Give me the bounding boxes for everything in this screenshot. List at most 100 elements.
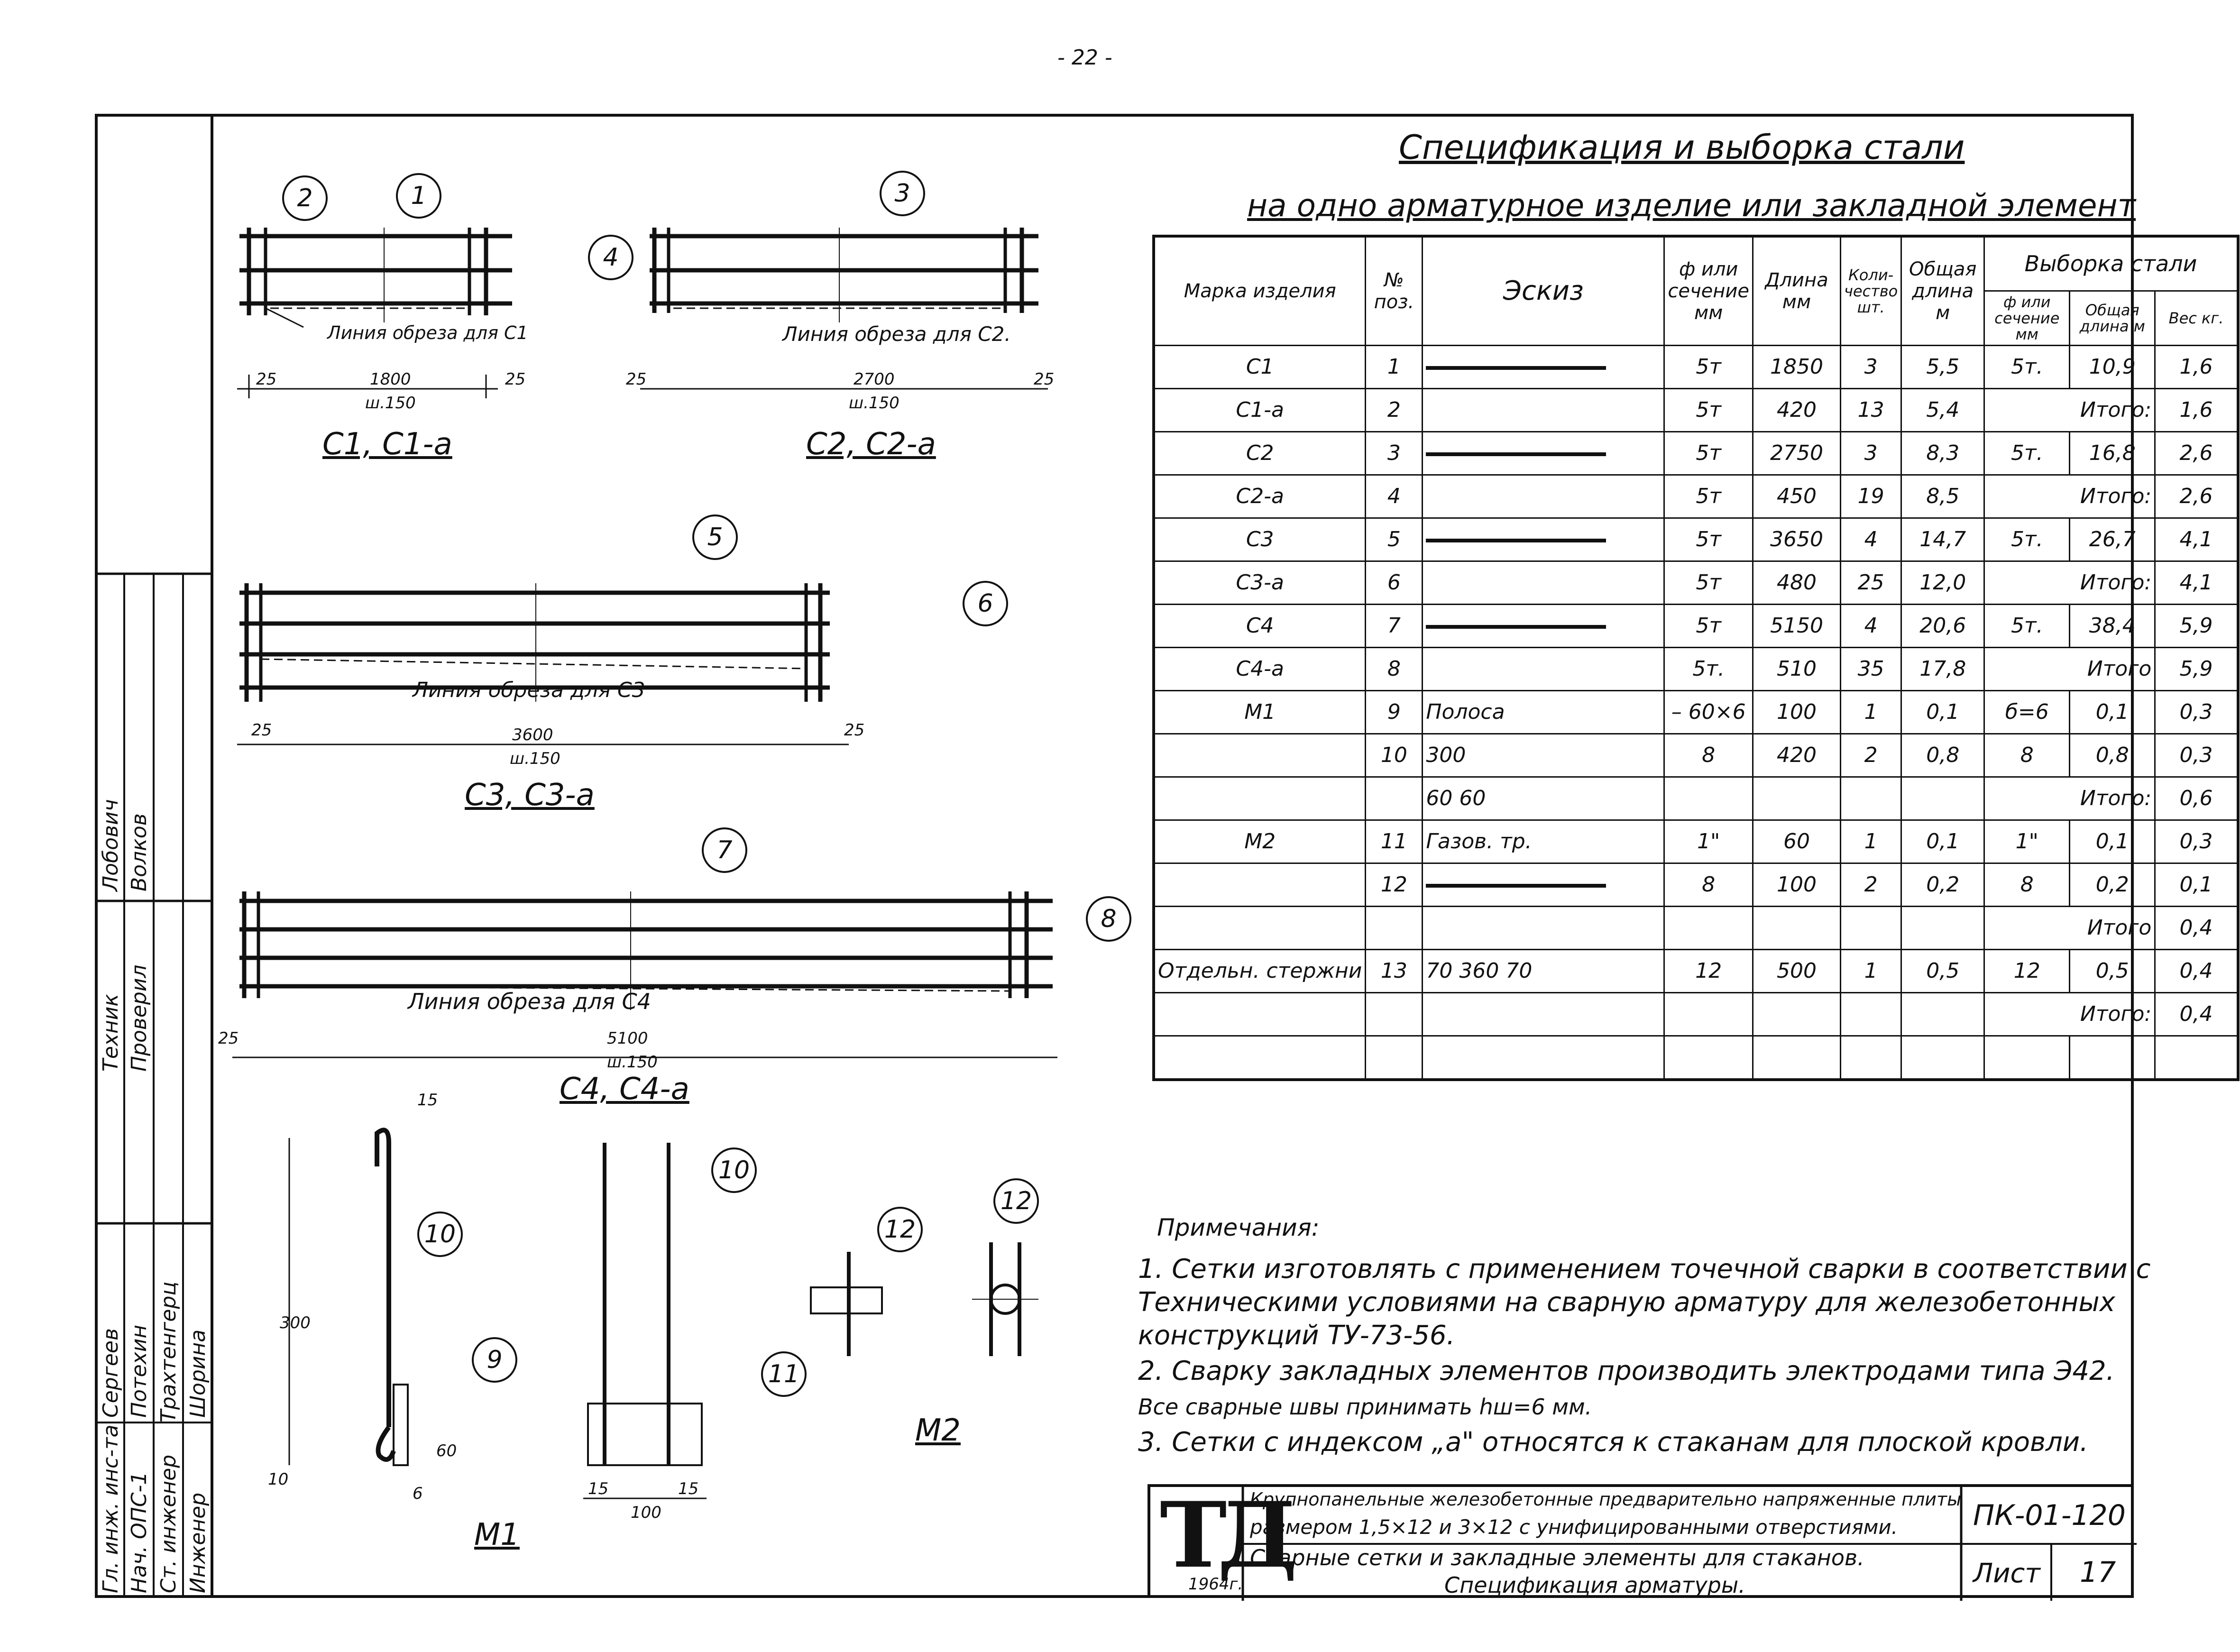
page-number: - 22 - <box>1057 46 1112 70</box>
cell-length: 3650 <box>1752 517 1841 562</box>
cell-qty <box>1839 776 1902 821</box>
cell-weight: 2,6 <box>2154 431 2239 476</box>
cell-mark: С3 <box>1153 517 1367 562</box>
cell-total-length: 0,5 <box>1900 948 1985 993</box>
cell-sel-total: 26,7 <box>2069 517 2156 562</box>
cell-diameter: 12 <box>1663 948 1753 993</box>
stamp-role-2: Нач. ОПС-1 <box>127 1471 151 1593</box>
cell-diameter: 5т <box>1663 603 1753 648</box>
stamp-role-1: Гл. инж. инс-та <box>99 1424 123 1593</box>
cell-itogo: Итого <box>1983 646 2156 691</box>
cell-total-length: 20,6 <box>1900 603 1985 648</box>
cell-pos: 10 <box>1365 733 1423 778</box>
cell-mark: С1 <box>1153 344 1367 389</box>
cell-mark <box>1153 733 1367 778</box>
cell-length <box>1752 1035 1841 1080</box>
cell-qty: 4 <box>1839 517 1902 562</box>
cut-line-c2: Линия обреза для С2. <box>782 322 1011 346</box>
dim-c2-side-left: 25 <box>626 370 647 389</box>
cell-total-length: 0,8 <box>1900 733 1985 778</box>
cell-sketch: 300 <box>1422 733 1665 778</box>
callout-5: 5 <box>692 514 738 560</box>
cell-qty <box>1839 1035 1902 1080</box>
cell-total-length: 0,1 <box>1900 819 1985 864</box>
cell-qty: 13 <box>1839 387 1902 432</box>
spec-subtitle: на одно арматурное изделие или закладной… <box>1247 187 2136 224</box>
stamp-tech-name-2: Волков <box>127 813 151 891</box>
cell-length: 480 <box>1752 560 1841 605</box>
dim-c3-side-left: 25 <box>251 721 272 740</box>
cell-weight: 1,6 <box>2154 344 2239 389</box>
note-line-2: Техническими условиями на сварную армату… <box>1138 1287 2115 1318</box>
cell-sel-total: 0,1 <box>2069 819 2156 864</box>
callout-2: 2 <box>282 175 328 221</box>
cell-pos <box>1365 776 1423 821</box>
cell-qty: 19 <box>1839 474 1902 519</box>
rebar-sketch-line <box>1426 366 1607 370</box>
cell-sel-diameter: б=6 <box>1983 689 2071 734</box>
cell-length: 420 <box>1752 387 1841 432</box>
cell-diameter: – 60×6 <box>1663 689 1753 734</box>
dim-m1-15: 15 <box>417 1091 438 1110</box>
cell-mark: С2 <box>1153 431 1367 476</box>
cell-pos: 3 <box>1365 431 1423 476</box>
cell-total-length <box>1900 776 1985 821</box>
cell-mark: М1 <box>1153 689 1367 734</box>
callout-7: 7 <box>702 827 747 873</box>
cell-total-length: 5,4 <box>1900 387 1985 432</box>
cell-sel-total: 16,8 <box>2069 431 2156 476</box>
callout-10-m1-side: 10 <box>417 1211 463 1257</box>
dim-c1-len: 1800 <box>370 370 411 389</box>
dim-m1-100: 100 <box>631 1503 661 1522</box>
cell-itogo: Итого <box>1983 905 2156 950</box>
cell-weight: 4,1 <box>2154 517 2239 562</box>
cell-weight: 4,1 <box>2154 560 2239 605</box>
cell-length <box>1752 905 1841 950</box>
cell-weight: 2,6 <box>2154 474 2239 519</box>
cell-sel-total: 0,8 <box>2069 733 2156 778</box>
stamp-role-4: Инженер <box>186 1492 210 1593</box>
callout-1: 1 <box>396 173 441 219</box>
sheet-number: 17 <box>2080 1556 2116 1589</box>
dim-c4-step: ш.150 <box>607 1053 658 1072</box>
cell-sketch: Газов. тр. <box>1422 819 1665 864</box>
cell-pos: 11 <box>1365 819 1423 864</box>
cell-sketch <box>1422 560 1665 605</box>
cell-qty <box>1839 905 1902 950</box>
callout-8: 8 <box>1086 896 1131 942</box>
cell-diameter: 5т. <box>1663 646 1753 691</box>
cell-pos: 13 <box>1365 948 1423 993</box>
cell-sketch <box>1422 344 1665 389</box>
cell-length: 100 <box>1752 689 1841 734</box>
cell-sketch: Полоса <box>1422 689 1665 734</box>
cell-length: 500 <box>1752 948 1841 993</box>
spec-row: Итого:0,4 <box>1153 991 2239 1037</box>
cell-total-length <box>1900 1035 1985 1080</box>
dim-c3-side-right: 25 <box>844 721 865 740</box>
label-c1: С1, С1-а <box>322 427 452 462</box>
cell-pos <box>1365 1035 1423 1080</box>
header-sketch: Эскиз <box>1422 235 1665 346</box>
label-m2: М2 <box>915 1413 961 1448</box>
cell-sel-total: 0,2 <box>2069 862 2156 907</box>
cell-diameter <box>1663 776 1753 821</box>
cell-total-length <box>1900 905 1985 950</box>
cell-pos: 2 <box>1365 387 1423 432</box>
header-sel-diameter: ф или сечение мм <box>1983 290 2071 346</box>
cell-pos <box>1365 905 1423 950</box>
mesh-c2 <box>640 228 1048 390</box>
rebar-sketch-line <box>1426 452 1607 456</box>
cell-itogo: Итого: <box>1983 560 2156 605</box>
cell-weight: 0,4 <box>2154 905 2239 950</box>
callout-4: 4 <box>588 235 633 280</box>
cut-line-c4: Линия обреза для С4 <box>408 989 651 1014</box>
cell-weight: 0,1 <box>2154 862 2239 907</box>
cell-weight: 5,9 <box>2154 603 2239 648</box>
rebar-sketch-line <box>1426 625 1607 629</box>
callout-12-left: 12 <box>877 1207 923 1252</box>
